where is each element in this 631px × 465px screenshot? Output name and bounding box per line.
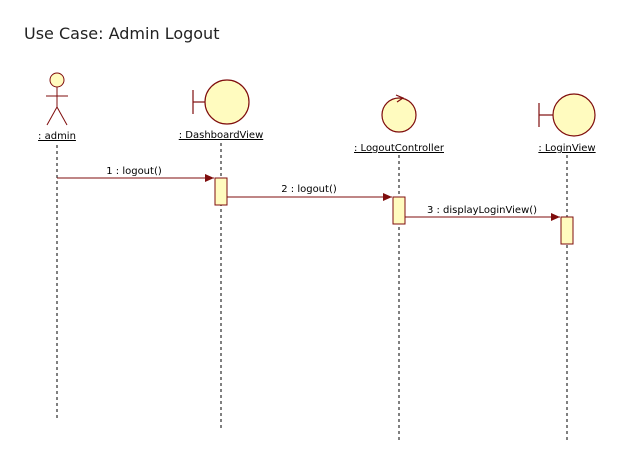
boundary-dashboard-icon <box>192 79 250 125</box>
activation-dashboard <box>214 177 228 206</box>
activation-login <box>560 216 574 245</box>
participant-label-controller: : LogoutController <box>354 143 445 154</box>
control-controller-icon <box>381 94 417 133</box>
boundary-login-icon <box>538 93 596 137</box>
activation-controller <box>392 196 406 225</box>
actor-admin-icon <box>46 72 68 126</box>
message-label-2: 2 : logout() <box>281 184 337 195</box>
participant-label-admin: : admin <box>38 131 76 142</box>
diagram-title: Use Case: Admin Logout <box>24 24 220 43</box>
participant-label-login: : LoginView <box>538 143 595 154</box>
message-label-1: 1 : logout() <box>106 166 162 177</box>
message-label-3: 3 : displayLoginView() <box>427 205 537 216</box>
participant-label-dashboard: : DashboardView <box>179 130 264 141</box>
